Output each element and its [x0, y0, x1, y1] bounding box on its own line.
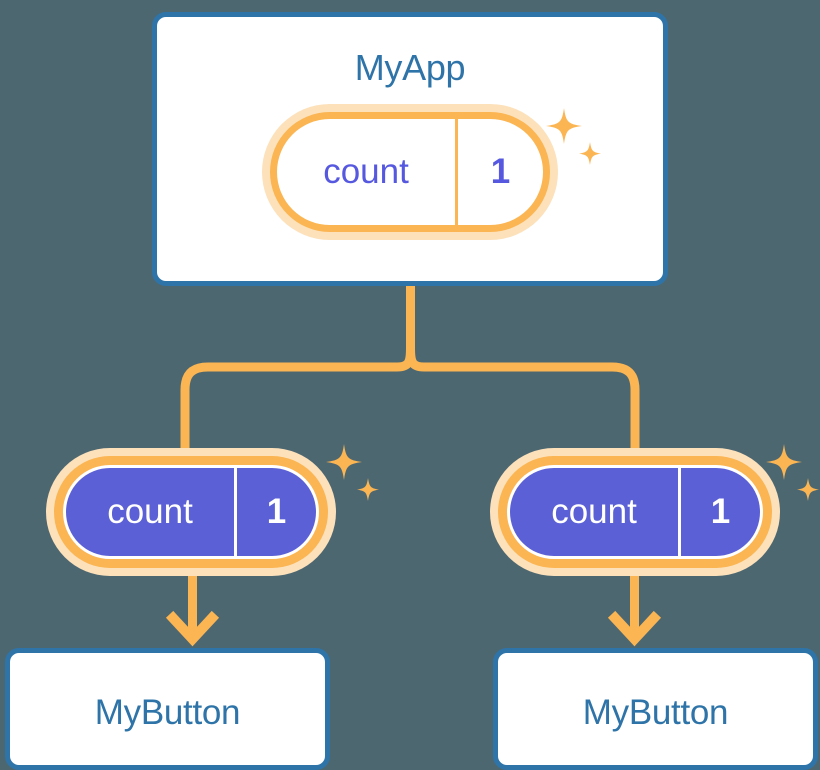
state-pill-value-label: 1: [266, 492, 287, 531]
branch-left-state-pill[interactable]: count 1: [46, 448, 336, 576]
child-component-box-left[interactable]: MyButton: [5, 648, 330, 770]
child-component-title: MyButton: [582, 693, 729, 732]
root-state-pill[interactable]: count 1: [262, 104, 558, 240]
connector-root-to-branches: [406, 286, 640, 462]
connector-branch-left-to-child: [165, 576, 220, 647]
state-pill-key: count: [66, 468, 234, 556]
state-pill-key-label: count: [551, 492, 637, 531]
state-pill-value-label: 1: [490, 152, 511, 191]
state-pill-key-label: count: [323, 152, 409, 191]
state-pill-value: 1: [678, 468, 760, 556]
state-pill-value: 1: [234, 468, 316, 556]
state-pill-value: 1: [455, 119, 543, 225]
state-pill-value-label: 1: [710, 492, 731, 531]
branch-right-state-pill[interactable]: count 1: [490, 448, 780, 576]
state-pill-key-label: count: [107, 492, 193, 531]
state-pill-key: count: [277, 119, 455, 225]
state-pill-key: count: [510, 468, 678, 556]
state-pill-inner: count 1: [507, 465, 763, 559]
child-component-title: MyButton: [94, 693, 241, 732]
state-pill-inner: count 1: [63, 465, 319, 559]
state-pill-inner: count 1: [277, 119, 543, 225]
connector-branch-right-to-child: [607, 576, 662, 647]
root-component-title: MyApp: [354, 47, 466, 88]
child-component-box-right[interactable]: MyButton: [493, 648, 818, 770]
